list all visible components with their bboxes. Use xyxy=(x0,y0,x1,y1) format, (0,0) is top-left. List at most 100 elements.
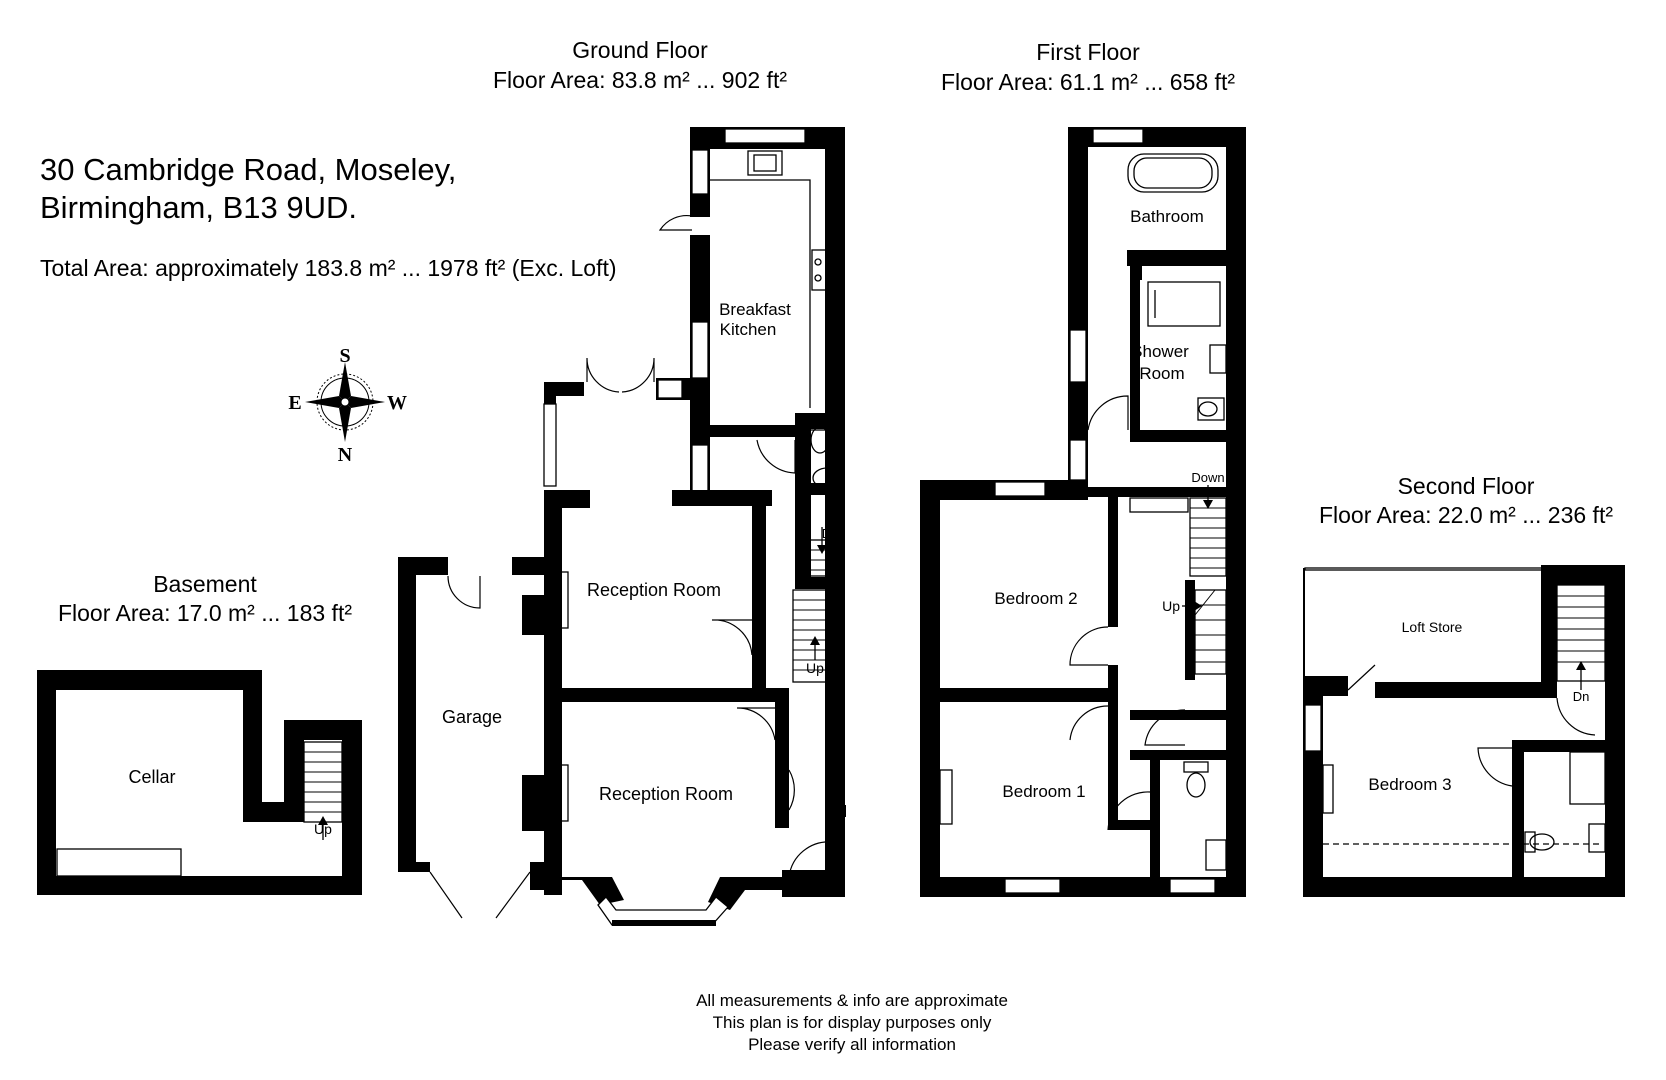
basement-area: Floor Area: 17.0 m² ... 183 ft² xyxy=(58,600,352,626)
kitchen-window-side-mid xyxy=(691,321,709,379)
arrow-up-icon xyxy=(810,636,820,660)
basin-icon xyxy=(812,467,842,489)
arrow-up-icon xyxy=(318,816,328,840)
arrow-down-icon xyxy=(817,527,827,554)
ensuite-wc-icon xyxy=(1183,761,1209,773)
stairs-label-ground-dn: Dn xyxy=(822,526,839,541)
sink-icon xyxy=(747,150,783,176)
second-floor-area: Floor Area: 22.0 m² ... 236 ft² xyxy=(1319,502,1613,528)
bath-icon xyxy=(1127,153,1219,193)
room-label-shower-2: Room xyxy=(1139,364,1184,383)
ground-floor-area: Floor Area: 83.8 m² ... 902 ft² xyxy=(493,67,787,93)
kitchen-window-side-top xyxy=(691,149,709,195)
stairs-label-first-up: Up xyxy=(1162,598,1180,614)
compass-north-label: N xyxy=(338,444,353,466)
front-door xyxy=(788,841,833,878)
landing-window-lower xyxy=(1069,439,1087,481)
shower-basin-icon xyxy=(1209,344,1227,374)
basement-plan xyxy=(37,670,362,895)
compass-south-label: S xyxy=(339,345,350,367)
landing-door xyxy=(1556,697,1596,736)
fireplace-front xyxy=(555,764,569,822)
shower-tray-icon xyxy=(1147,281,1221,327)
cupboard-door xyxy=(1144,709,1186,746)
arrow-down-icon xyxy=(1203,485,1213,509)
wc-icon xyxy=(810,426,830,454)
reception-rear-door xyxy=(711,619,753,656)
bedroom3-window xyxy=(1304,704,1322,752)
loft-door xyxy=(1347,664,1376,691)
second-floor-title: Second Floor xyxy=(1398,473,1535,499)
side-window-left xyxy=(543,403,557,487)
reception-front-door xyxy=(736,707,776,741)
bedroom1-radiator xyxy=(939,769,953,825)
bedroom2-window xyxy=(994,481,1046,497)
ground-floor-title: Ground Floor xyxy=(572,37,708,63)
first-stairs-up xyxy=(1194,589,1227,675)
second-floor-plan xyxy=(1303,565,1625,897)
bedroom2-door xyxy=(1069,626,1109,666)
first-floor-title: First Floor xyxy=(1036,39,1140,65)
bedroom1-window xyxy=(1004,878,1061,894)
kitchen-side-door xyxy=(658,214,693,231)
ensuite3-door xyxy=(1477,747,1513,787)
first-floor-plan xyxy=(920,127,1246,897)
disclaimer-line-1: All measurements & info are approximate xyxy=(696,991,1008,1010)
room-label-reception-front: Reception Room xyxy=(599,784,733,804)
room-label-loft-store: Loft Store xyxy=(1402,619,1463,635)
room-label-bedroom3: Bedroom 3 xyxy=(1368,775,1451,794)
room-label-bedroom2: Bedroom 2 xyxy=(994,589,1077,608)
cellar-shelf xyxy=(56,848,182,877)
room-label-kitchen-1: Breakfast xyxy=(719,300,791,319)
side-window-right xyxy=(657,379,683,399)
basement-title: Basement xyxy=(153,571,257,597)
french-doors xyxy=(586,357,655,393)
landing-window-upper xyxy=(1069,329,1087,383)
stairs-label-first-down: Down xyxy=(1191,470,1224,485)
room-label-bathroom: Bathroom xyxy=(1130,207,1204,226)
cellar-stairs xyxy=(303,741,343,823)
stairs-label-ground-up: Up xyxy=(806,660,824,676)
first-stairs-down xyxy=(1189,497,1227,577)
address-line-1: 30 Cambridge Road, Moseley, xyxy=(40,152,456,187)
bathroom-window xyxy=(1092,128,1144,144)
arrow-right-icon xyxy=(1182,601,1202,611)
ensuite3-wc-icon xyxy=(1524,831,1536,853)
ensuite3-basin-icon xyxy=(1588,823,1606,853)
total-area: Total Area: approximately 183.8 m² ... 1… xyxy=(40,255,617,281)
shower-wc-icon xyxy=(1197,397,1225,421)
ensuite-basin-icon xyxy=(1205,839,1227,871)
ensuite3-shower-icon xyxy=(1569,751,1606,805)
first-floor-area: Floor Area: 61.1 m² ... 658 ft² xyxy=(941,69,1235,95)
kitchen-window-rear xyxy=(724,128,806,144)
room-label-kitchen-2: Kitchen xyxy=(720,320,777,339)
garage-double-door xyxy=(429,871,531,919)
room-label-shower-1: Shower xyxy=(1131,342,1189,361)
ensuite-door xyxy=(1107,791,1151,831)
garage-door xyxy=(447,575,481,609)
disclaimer-line-3: Please verify all information xyxy=(748,1035,956,1054)
bedroom1-door xyxy=(1069,705,1109,741)
room-label-garage: Garage xyxy=(442,707,502,727)
bedroom3-radiator xyxy=(1322,764,1334,814)
ground-floor-plan xyxy=(398,127,846,926)
address-line-2: Birmingham, B13 9UD. xyxy=(40,190,357,225)
hall-door xyxy=(788,769,795,811)
ensuite-window xyxy=(1169,878,1216,894)
stairs-label-second-dn: Dn xyxy=(1573,689,1590,704)
disclaimer-line-2: This plan is for display purposes only xyxy=(713,1013,992,1032)
shower-room-door xyxy=(1087,395,1129,431)
kitchen-window-side-low xyxy=(691,444,709,494)
compass-east-label: E xyxy=(288,392,301,414)
room-label-cellar: Cellar xyxy=(128,767,175,787)
compass-rose-icon xyxy=(305,362,385,442)
compass-west-label: W xyxy=(387,392,407,414)
fireplace-rear xyxy=(555,571,569,629)
room-label-reception-rear: Reception Room xyxy=(587,580,721,600)
arrow-down-icon xyxy=(1576,661,1586,690)
room-label-bedroom1: Bedroom 1 xyxy=(1002,782,1085,801)
stairs-label-basement-up: Up xyxy=(314,821,332,837)
hob-icon xyxy=(811,249,837,291)
wc-door xyxy=(756,439,796,474)
